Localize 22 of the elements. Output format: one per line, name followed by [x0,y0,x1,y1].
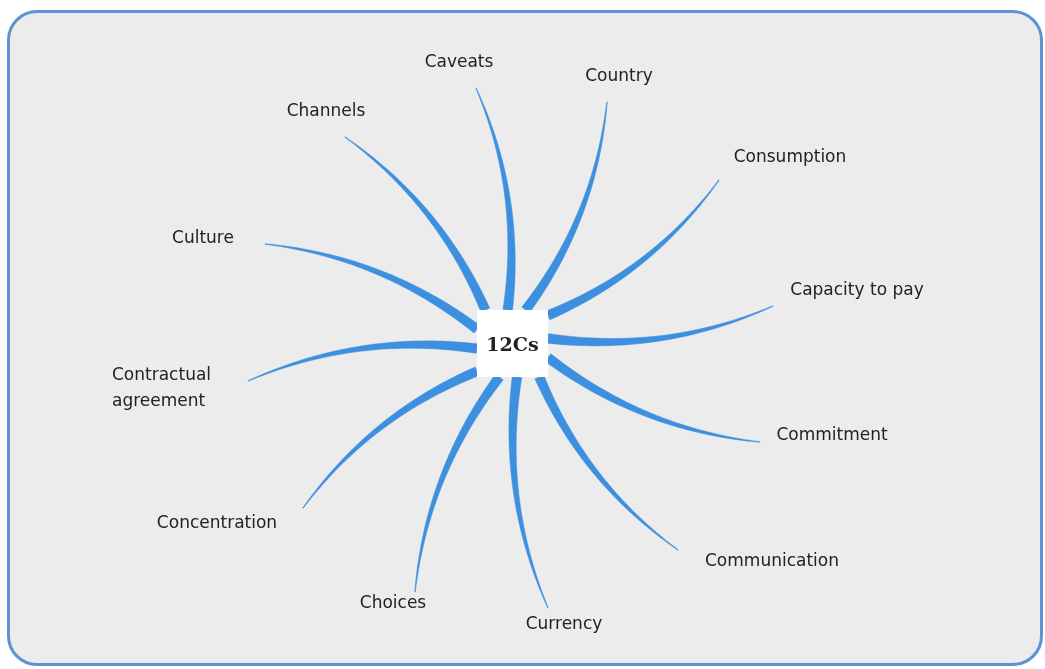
branch-label: Capacity to pay [790,276,924,302]
branch-connector [545,179,720,321]
branch-label: Caveats [424,48,494,74]
branch-connector [547,305,774,347]
branch-label: Commitment [776,421,888,447]
branch-label: Contractual agreement [112,361,232,413]
branch-connector [344,136,490,313]
branch-connector [475,87,516,311]
branch-label: Currency [525,610,603,636]
center-label: 12Cs [486,331,539,357]
branch-connector [247,340,478,382]
branch-label: Culture [172,224,234,250]
branch-label: Country [585,62,653,88]
branch-connector [302,366,480,509]
branch-label: Concentration [156,509,278,535]
branch-label: Consumption [733,143,847,169]
center-box [477,310,548,377]
branch-connector [508,376,549,609]
branch-label: Channels [286,97,366,123]
branch-label: Communication [705,547,839,573]
branch-label: Choices [359,589,427,615]
branch-connector [534,374,679,551]
